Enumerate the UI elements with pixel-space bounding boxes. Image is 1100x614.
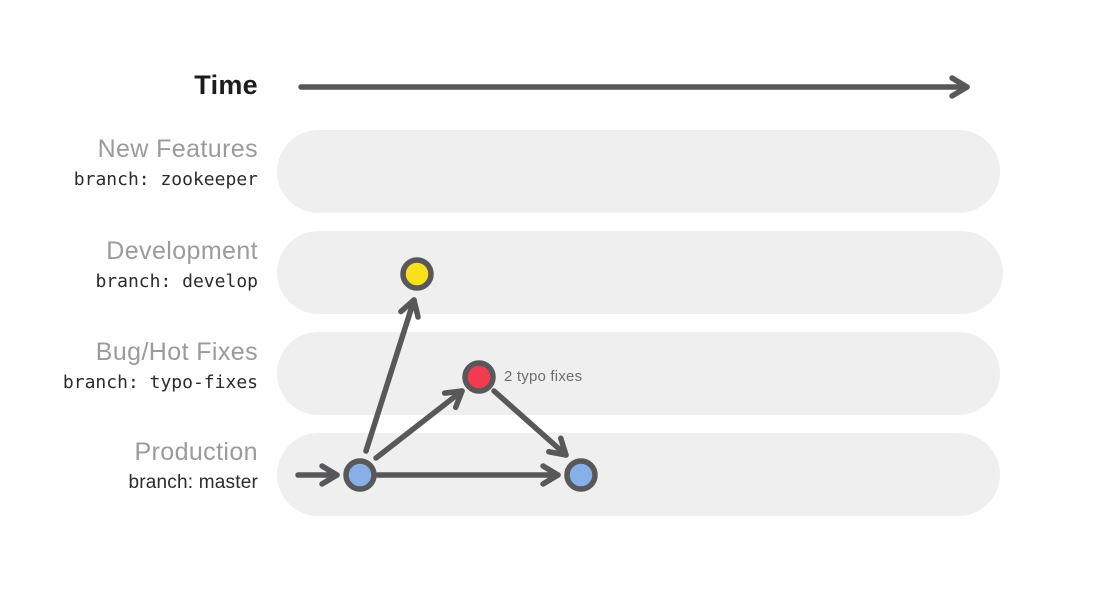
commit-node-master-2 (564, 458, 598, 492)
lane-branch-name: branch: typo-fixes (62, 372, 258, 393)
commit-annotation: 2 typo fixes (504, 368, 583, 385)
lane-branch-name: branch: zookeeper (73, 169, 258, 190)
lane-label-development: Development branch: develop (0, 236, 258, 293)
lane-new-features (277, 130, 1000, 213)
lane-title: Development (106, 237, 258, 265)
arrow-typo-fixes-to-master (491, 388, 569, 458)
lane-title: Production (134, 438, 258, 466)
lane-branch-name: branch: master (128, 472, 258, 493)
commit-node-develop (400, 257, 434, 291)
commit-node-typo-fixes (462, 360, 496, 394)
lane-title: Bug/Hot Fixes (95, 338, 258, 366)
lane-branch-name: branch: develop (95, 271, 258, 292)
commit-node-master-1 (343, 458, 377, 492)
lane-title: New Features (97, 135, 258, 163)
time-axis-label: Time (194, 70, 258, 100)
lane-label-new-features: New Features branch: zookeeper (0, 134, 258, 191)
arrow-master-to-typo-fixes (373, 388, 465, 461)
lane-label-production: Production branch: master (0, 437, 258, 494)
lane-label-bug-hot-fixes: Bug/Hot Fixes branch: typo-fixes (0, 337, 258, 394)
arrow-master-to-develop (363, 297, 421, 454)
lane-development (277, 231, 1003, 314)
